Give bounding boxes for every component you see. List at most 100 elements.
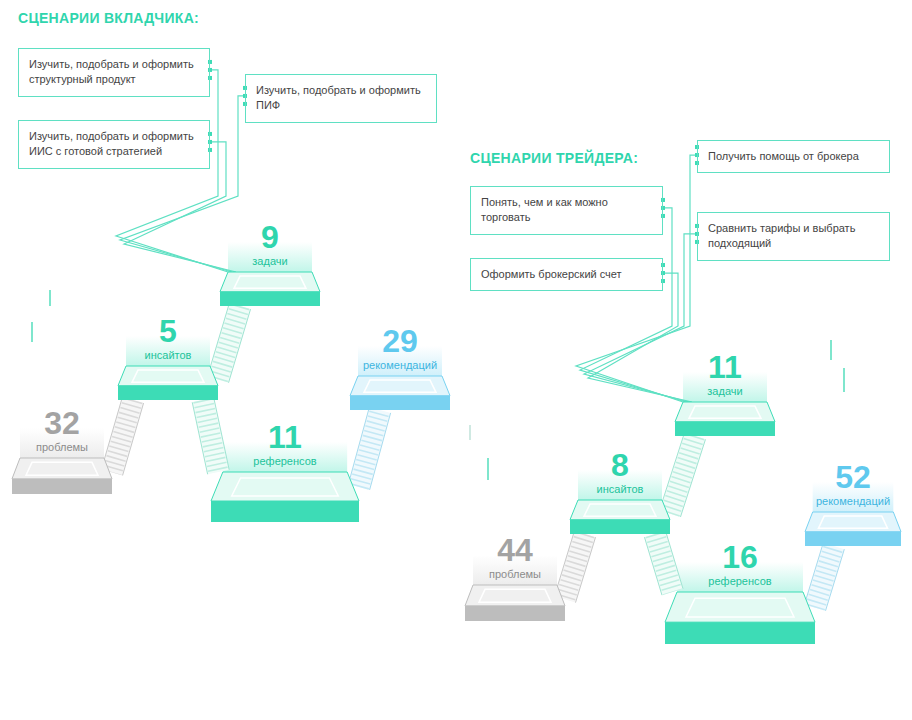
platform-shape — [220, 272, 320, 306]
scenario-connector — [116, 70, 228, 272]
platform-rim — [818, 516, 887, 528]
scenario-box: Изучить, подобрать и оформить ИИС с гото… — [18, 120, 210, 169]
platform-top — [118, 366, 218, 386]
decor-dashes — [32, 290, 844, 480]
platform-rim — [232, 478, 339, 496]
count-number: 44 — [463, 533, 567, 567]
stair-rail — [192, 402, 207, 474]
platform-shape — [12, 458, 112, 494]
stair-base — [112, 400, 133, 472]
platform-top — [465, 585, 565, 606]
platform-top — [350, 376, 450, 396]
decor-dash — [830, 340, 832, 360]
stair-platform: 11референсов — [209, 420, 361, 522]
connector-dot — [661, 271, 665, 275]
platform-front — [465, 606, 565, 621]
platform-front — [12, 479, 112, 494]
platform-rim — [132, 370, 204, 382]
stair-connector — [218, 306, 240, 380]
platform-top — [665, 592, 815, 622]
stair-bases — [101, 303, 844, 611]
stair-base — [670, 436, 695, 514]
count-number: 52 — [803, 460, 903, 494]
scenario-text: Изучить, подобрать и оформить структурны… — [29, 57, 199, 88]
platform-top — [570, 500, 670, 520]
stair-connector — [815, 546, 834, 608]
platform-front — [570, 520, 670, 534]
platform-top — [211, 472, 359, 501]
platform-rim — [686, 598, 794, 617]
scenario-connector — [588, 273, 692, 402]
stair-rail — [666, 531, 684, 589]
platform-shape — [665, 592, 815, 644]
connector-dot — [661, 279, 665, 283]
decor-dash — [49, 290, 51, 306]
stair-base — [218, 306, 240, 380]
stair-base — [359, 410, 380, 487]
count-label: задачи — [218, 254, 322, 268]
count-label: проблемы — [463, 567, 567, 581]
stair-base — [655, 534, 673, 592]
connector-dot — [661, 198, 665, 202]
scenario-box: Изучить, подобрать и оформить структурны… — [18, 48, 210, 97]
stair-connector — [112, 400, 133, 472]
platform-top — [12, 458, 112, 479]
stair-connector — [655, 534, 673, 592]
platform-front — [805, 532, 901, 546]
stair-platform: 52рекомендаций — [803, 460, 903, 546]
platform-rim — [584, 504, 656, 516]
connector-dots — [208, 60, 699, 283]
scenario-text: Сравнить тарифы и выбрать подходящий — [708, 221, 879, 252]
decor-dash — [487, 458, 489, 480]
count-number: 16 — [663, 540, 817, 574]
section-heading: СЦЕНАРИИ ТРЕЙДЕРА: — [470, 150, 638, 166]
scenario-connector — [584, 234, 697, 402]
decor-dash — [843, 368, 845, 392]
count-number: 29 — [348, 324, 452, 358]
scenario-box: Понять, чем и как можно торговать — [470, 186, 663, 235]
platform-shape — [211, 472, 359, 522]
scenario-text: Изучить, подобрать и оформить ИИС с гото… — [29, 129, 199, 160]
decor-dash — [469, 425, 471, 440]
scenario-connector — [120, 96, 245, 272]
stair-platform: 9задачи — [218, 220, 322, 306]
platform-glows — [20, 242, 893, 592]
platform-front — [350, 396, 450, 410]
connector-dot — [208, 60, 212, 64]
stair-base — [815, 546, 834, 608]
platform-shape — [465, 585, 565, 621]
platform-top — [220, 272, 320, 292]
count-number: 11 — [673, 350, 777, 384]
section-heading: СЦЕНАРИИ ВКЛАДЧИКА: — [18, 10, 199, 26]
decor-dash — [31, 322, 33, 342]
platform-front — [665, 622, 815, 644]
count-label: инсайтов — [116, 348, 220, 362]
scenario-box: Получить помощь от брокера — [697, 140, 890, 173]
count-number: 8 — [568, 448, 672, 482]
connector-dot — [208, 76, 212, 80]
connector-dot — [661, 206, 665, 210]
platform-rim — [364, 380, 436, 392]
scenario-box: Изучить, подобрать и оформить ПИФ — [245, 74, 437, 123]
count-number: 11 — [209, 420, 361, 454]
platform-rim — [689, 406, 761, 418]
count-number: 5 — [116, 314, 220, 348]
platform-top — [675, 402, 775, 422]
stair-platform: 44проблемы — [463, 533, 567, 621]
count-label: референсов — [209, 454, 361, 468]
stair-connector — [359, 410, 380, 487]
connector-dot — [661, 214, 665, 218]
count-label: проблемы — [10, 440, 114, 454]
stair-platform: 32проблемы — [10, 406, 114, 494]
platform-shape — [118, 366, 218, 400]
stair-connector — [565, 534, 585, 599]
count-label: рекомендаций — [348, 358, 452, 372]
stair-connector — [670, 436, 695, 514]
connector-dot — [208, 68, 212, 72]
stair-connector — [203, 400, 218, 472]
count-number: 32 — [10, 406, 114, 440]
platform-shape — [570, 500, 670, 534]
count-label: задачи — [673, 384, 777, 398]
stair-base — [565, 534, 585, 599]
